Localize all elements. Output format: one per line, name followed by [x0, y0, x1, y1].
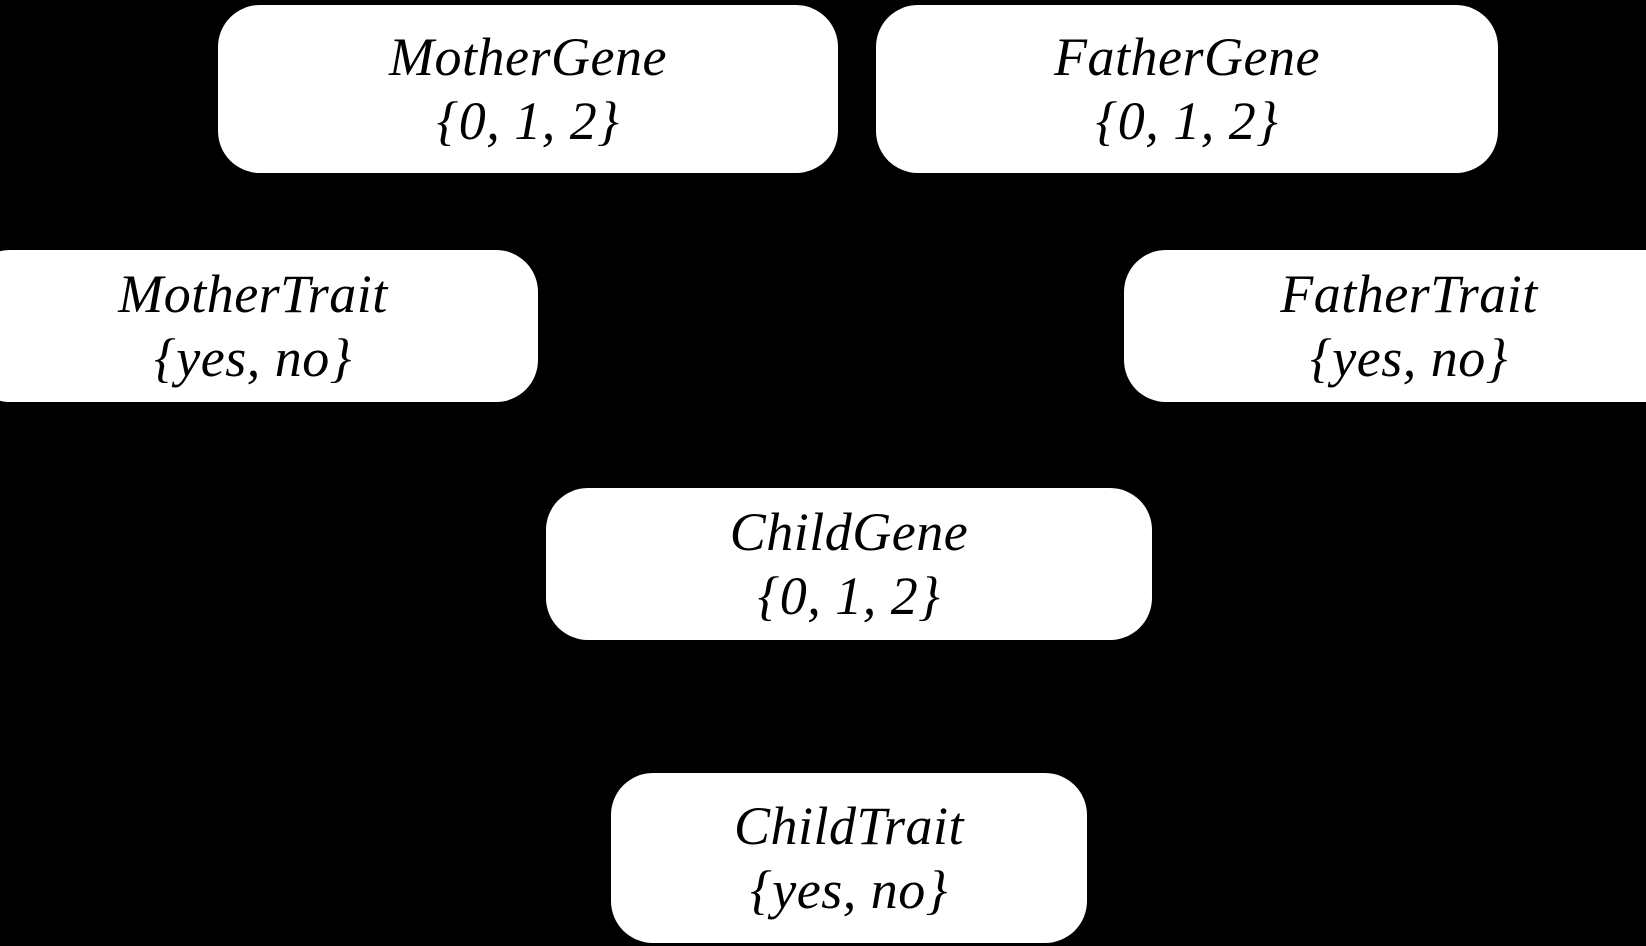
node-mother-gene[interactable]: MotherGene {0, 1, 2} [218, 5, 838, 173]
node-child-gene[interactable]: ChildGene {0, 1, 2} [546, 488, 1152, 640]
node-mother-gene-domain: {0, 1, 2} [436, 91, 620, 151]
node-child-trait[interactable]: ChildTrait {yes, no} [611, 773, 1087, 943]
node-father-gene-domain: {0, 1, 2} [1095, 91, 1279, 151]
node-mother-gene-label: MotherGene [389, 26, 667, 87]
node-father-gene[interactable]: FatherGene {0, 1, 2} [876, 5, 1498, 173]
node-child-gene-label: ChildGene [729, 501, 969, 562]
node-father-trait[interactable]: FatherTrait {yes, no} [1124, 250, 1646, 402]
node-father-gene-label: FatherGene [1054, 26, 1320, 87]
node-child-gene-domain: {0, 1, 2} [757, 566, 941, 626]
node-child-trait-domain: {yes, no} [750, 860, 948, 920]
node-mother-trait[interactable]: MotherTrait {yes, no} [0, 250, 538, 402]
node-mother-trait-domain: {yes, no} [154, 328, 352, 388]
node-father-trait-label: FatherTrait [1280, 263, 1538, 324]
node-mother-trait-label: MotherTrait [118, 263, 388, 324]
node-father-trait-domain: {yes, no} [1310, 328, 1508, 388]
node-child-trait-label: ChildTrait [733, 795, 965, 856]
